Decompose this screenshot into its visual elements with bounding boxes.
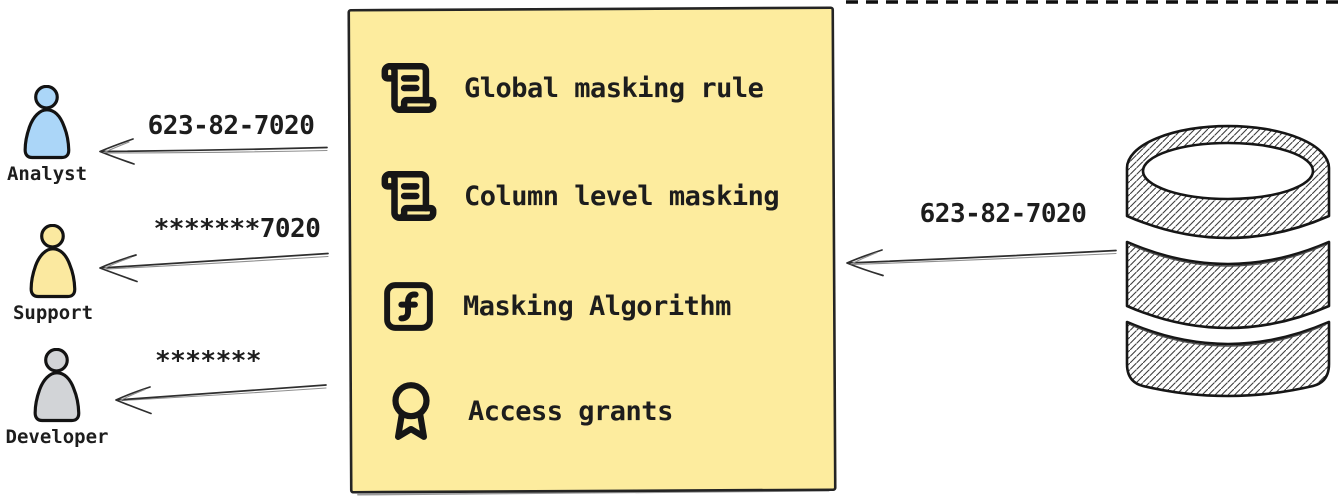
persona-label-developer: Developer — [5, 426, 109, 448]
analyst-user-icon — [15, 85, 79, 161]
masking-box-item-label: Column level masking — [464, 180, 780, 212]
persona-developer: Developer — [0, 348, 117, 448]
arrow-box-to-developer — [115, 384, 327, 415]
persona-support: Support — [0, 224, 113, 324]
flow-label-developer-value: ******* — [154, 346, 262, 376]
database-icon — [1125, 124, 1331, 398]
masking-box-item-global-rule: Global masking rule — [380, 56, 764, 120]
award-icon — [380, 380, 442, 442]
persona-label-analyst: Analyst — [6, 163, 88, 185]
persona-analyst: Analyst — [0, 85, 107, 185]
masking-box-item-access-grants: Access grants — [380, 379, 673, 443]
masking-box-item-label: Masking Algorithm — [463, 290, 731, 322]
masking-box-content: Global masking rule Column level masking… — [350, 9, 834, 492]
persona-label-support: Support — [12, 302, 94, 324]
flow-label-analyst-value: 623-82-7020 — [147, 111, 315, 141]
arrow-box-to-support — [99, 252, 329, 283]
support-user-icon — [21, 224, 85, 300]
flow-label-db-value: 623-82-7020 — [919, 199, 1087, 229]
arrow-db-to-box — [846, 249, 1117, 277]
developer-user-icon — [25, 348, 89, 424]
masking-box-rect — [347, 6, 837, 494]
masking-box — [347, 6, 837, 496]
masking-box-item-masking-algorithm: Masking Algorithm — [380, 274, 731, 338]
masking-box-item-label: Access grants — [468, 395, 673, 427]
masking-box-item-label: Global masking rule — [464, 72, 764, 104]
scroll-text-icon — [380, 59, 438, 117]
masking-box-item-column-masking: Column level masking — [380, 164, 780, 228]
arrow-box-to-analyst — [99, 138, 328, 165]
flow-label-support-value: *******7020 — [153, 214, 321, 244]
scroll-text-icon — [380, 167, 438, 225]
function-square-icon — [380, 278, 437, 335]
